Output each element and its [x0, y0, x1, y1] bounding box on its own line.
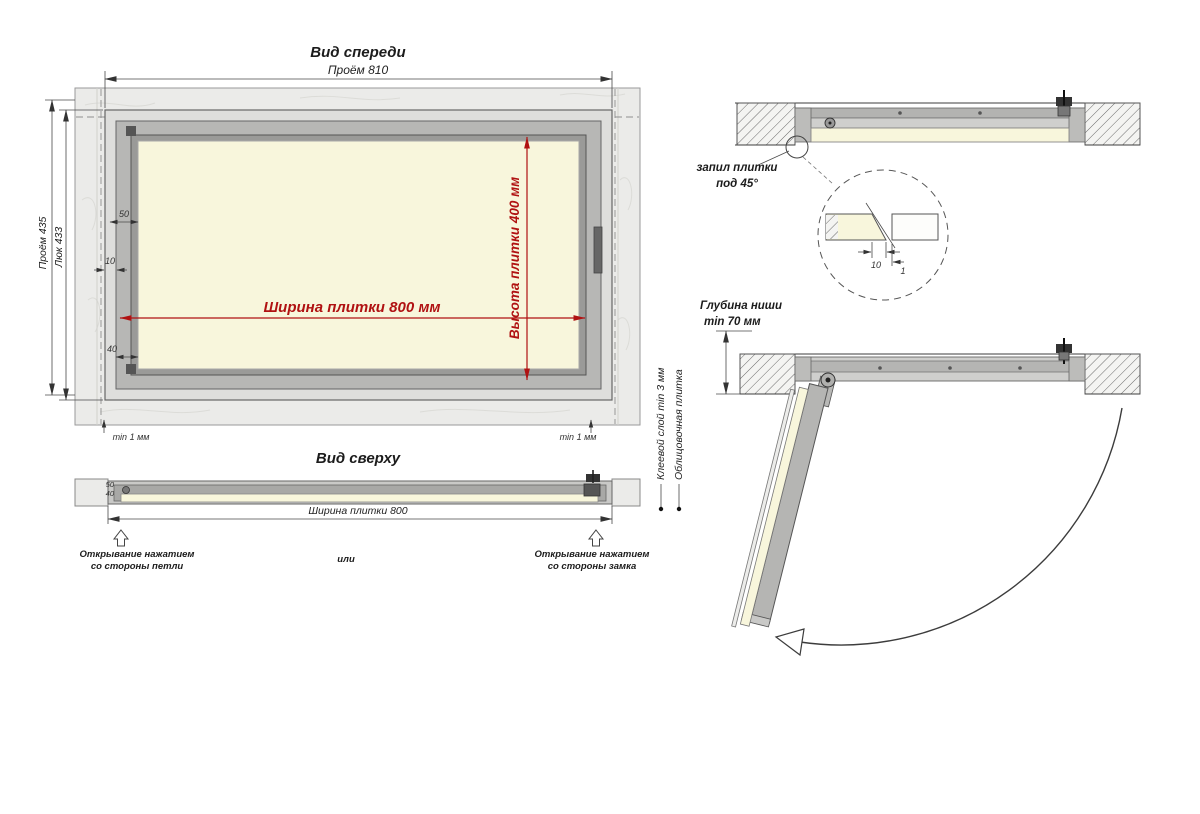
wall-cut-open-left	[739, 353, 796, 395]
dim-10: 10	[105, 256, 115, 266]
hinge-mark-bottom	[126, 364, 136, 374]
frame-top-bar	[794, 107, 1086, 119]
top-view-title: Вид сверху	[316, 450, 401, 467]
label-facing-tile: Облицовочная плитка	[673, 369, 685, 480]
dim-hatch-height: Люк 433	[53, 227, 65, 269]
hinge-mark-top	[126, 126, 136, 136]
press-arrow-right-icon	[587, 529, 605, 547]
label-open-hinge-1: Открывание нажатием	[80, 549, 195, 560]
tile-right	[891, 213, 939, 241]
press-arrow-left-icon	[112, 529, 130, 547]
top-view: Вид сверху 50 40 Ширина плитки 800 Откры…	[74, 368, 685, 572]
detail-circle-view: 10 1	[817, 169, 949, 301]
tile-layer	[120, 493, 599, 503]
label-open-lock-1: Открывание нажатием	[535, 549, 650, 560]
dim-opening-height: Проём 435	[37, 216, 49, 269]
swing-arc	[799, 407, 1123, 646]
wall-section-right	[611, 478, 641, 507]
latch-handle	[593, 226, 603, 274]
label-or: или	[337, 554, 355, 565]
frame-end-right	[1068, 107, 1086, 143]
wall-cut-open-right	[1084, 353, 1141, 395]
front-view-title: Вид спереди	[310, 44, 405, 61]
label-tile-cut-1: запил плитки	[697, 162, 778, 174]
dim-50-top: 50	[106, 480, 115, 489]
dim-tile-width: Ширина плитки 800 мм	[263, 299, 440, 316]
label-glue-layer: Клеевой слой min 3 мм	[655, 368, 667, 480]
frame-end-left	[794, 107, 812, 143]
dim-tile-width-top: Ширина плитки 800	[308, 505, 407, 517]
wall-cut-right	[1084, 102, 1141, 146]
open-door	[731, 375, 836, 628]
label-niche-depth-2: min 70 мм	[704, 316, 761, 328]
hatch-tile-panel	[137, 140, 580, 370]
label-niche-depth-1: Глубина ниши	[700, 300, 782, 312]
wall-cut-left	[736, 102, 796, 146]
door-tile-face	[731, 388, 796, 628]
glue-callout-dot	[658, 506, 664, 512]
swing-arrowhead-icon	[774, 628, 805, 657]
dim-min-gap-left: min 1 мм	[113, 432, 150, 442]
dim-40-top: 40	[106, 489, 115, 498]
tile-callout-dot	[676, 506, 682, 512]
tile-section	[810, 127, 1070, 143]
detail-dim-10: 10	[871, 260, 881, 270]
dim-opening-width: Проём 810	[328, 63, 389, 77]
frame-body	[798, 117, 1082, 129]
tile-left-hatch	[826, 215, 838, 239]
label-open-lock-2: со стороны замка	[548, 561, 637, 572]
label-tile-cut-2: под 45°	[716, 178, 758, 190]
label-open-hinge-2: со стороны петли	[91, 561, 184, 572]
section-open-view: Глубина ниши min 70 мм	[700, 300, 1141, 657]
dim-40: 40	[107, 344, 117, 354]
dim-50: 50	[119, 209, 129, 219]
wall-section-left	[74, 478, 109, 507]
door-tile-layer	[739, 386, 809, 627]
front-view: Вид спереди Проём 810	[37, 44, 641, 442]
dim-tile-height: Высота плитки 400 мм	[507, 177, 522, 339]
section-closed-view: запил плитки под 45°	[697, 90, 1141, 190]
lock-body	[583, 483, 601, 497]
detail-dim-1: 1	[900, 266, 905, 276]
detail-marker-circle	[785, 135, 809, 159]
dim-min-gap-right: min 1 мм	[560, 432, 597, 442]
hinge-pivot	[122, 486, 130, 494]
